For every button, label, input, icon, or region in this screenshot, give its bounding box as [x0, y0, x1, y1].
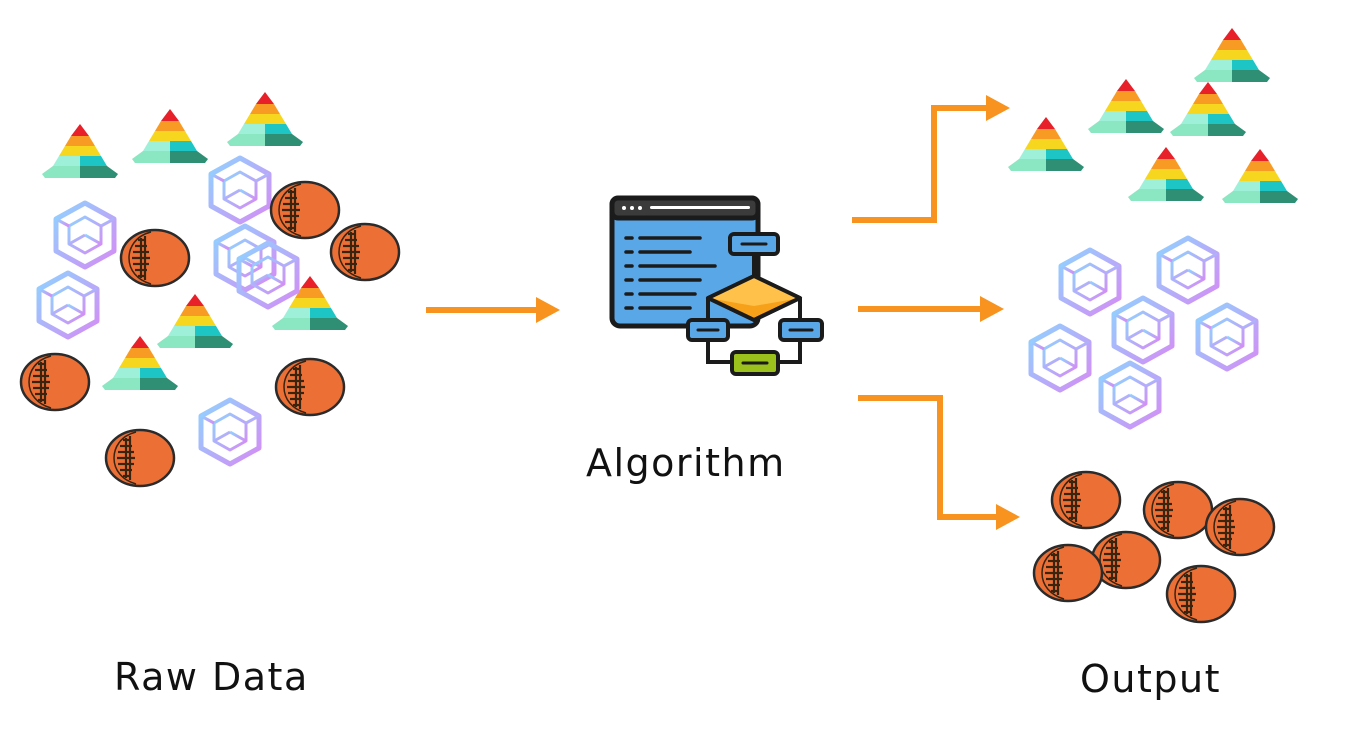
- circle-icon: [1050, 470, 1122, 530]
- pyramid-icon: [1170, 82, 1246, 136]
- circle-icon: [1204, 497, 1276, 557]
- arrow-right-icon: [852, 95, 1010, 223]
- pyramid-icon: [1128, 147, 1204, 201]
- pyramid-icon: [1222, 149, 1298, 203]
- circle-icon: [1032, 543, 1104, 603]
- cube-icon: [1061, 250, 1119, 314]
- circle-icon: [1142, 480, 1214, 540]
- cube-icon: [1198, 305, 1256, 369]
- raw-data-cluster: [19, 92, 401, 488]
- output-pyramids-group: [1008, 28, 1298, 203]
- cube-icon: [1101, 363, 1159, 427]
- arrow-right-icon: [426, 297, 560, 323]
- cube-icon: [39, 273, 97, 337]
- circle-icon: [104, 428, 176, 488]
- algorithm-label: Algorithm: [586, 441, 786, 485]
- cube-icon: [211, 158, 269, 222]
- algorithm-flowchart-icon: [609, 195, 824, 376]
- arrow-right-icon: [858, 296, 1004, 322]
- circle-icon: [329, 222, 401, 282]
- pyramid-icon: [1008, 117, 1084, 171]
- cube-icon: [1031, 326, 1089, 390]
- cube-icon: [1114, 298, 1172, 362]
- pyramid-icon: [132, 109, 208, 163]
- arrow-right-icon: [858, 395, 1020, 530]
- output-cubes-group: [1031, 238, 1256, 427]
- cube-icon: [1159, 238, 1217, 302]
- circle-icon: [19, 352, 91, 412]
- pyramid-icon: [157, 294, 233, 348]
- pyramid-icon: [1194, 28, 1270, 82]
- circle-icon: [269, 180, 341, 240]
- cube-icon: [201, 400, 259, 464]
- circle-icon: [1165, 564, 1237, 624]
- cube-icon: [56, 203, 114, 267]
- circle-icon: [274, 357, 346, 417]
- output-circles-group: [1032, 470, 1276, 624]
- pyramid-icon: [1088, 79, 1164, 133]
- raw-data-label: Raw Data: [114, 655, 309, 699]
- circle-icon: [119, 228, 191, 288]
- pyramid-icon: [42, 124, 118, 178]
- output-label: Output: [1080, 657, 1221, 701]
- pyramid-icon: [227, 92, 303, 146]
